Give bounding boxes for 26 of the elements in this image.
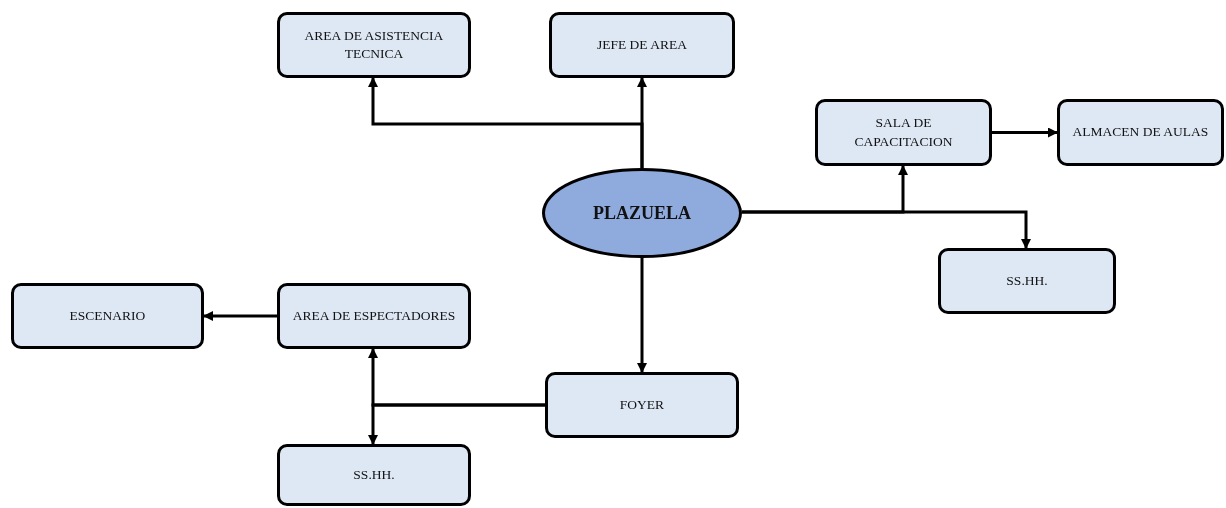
area-box xyxy=(11,283,204,349)
node-label: AREA DE ASISTENCIA TECNICA xyxy=(303,26,445,63)
arrow xyxy=(368,403,545,445)
node-label: PLAZUELA xyxy=(593,201,691,225)
area-box xyxy=(545,372,739,438)
area-box xyxy=(815,99,992,166)
hub-ellipse xyxy=(542,168,742,258)
area-box xyxy=(277,12,471,78)
node-label: AREA DE ESPECTADORES xyxy=(292,306,456,325)
arrow xyxy=(742,210,1031,249)
area-box xyxy=(1057,99,1224,166)
arrow xyxy=(203,311,277,321)
node-label: SALA DE CAPACITACION xyxy=(853,114,954,151)
arrow xyxy=(368,77,644,168)
node-label: JEFE DE AREA xyxy=(597,35,687,54)
node-label: SS.HH. xyxy=(353,465,395,484)
area-box xyxy=(277,283,471,349)
arrow xyxy=(992,127,1058,138)
node-label: ESCENARIO xyxy=(69,306,146,325)
node-label: ALMACEN DE AULAS xyxy=(1072,123,1209,142)
arrow xyxy=(637,258,647,373)
node-label: FOYER xyxy=(619,395,665,414)
area-box xyxy=(549,12,735,78)
node-label: SS.HH. xyxy=(1006,271,1048,290)
area-box xyxy=(277,444,471,506)
area-box xyxy=(938,248,1116,314)
